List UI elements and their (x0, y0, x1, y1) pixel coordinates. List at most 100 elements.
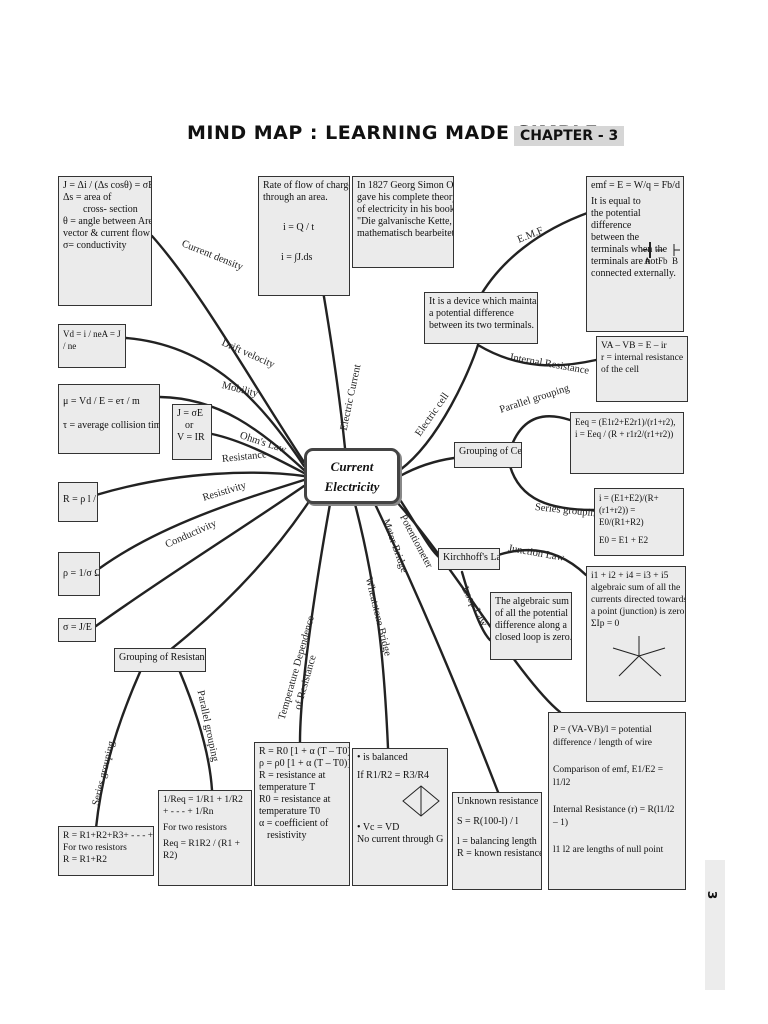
link-resistivity (98, 478, 306, 570)
box-text: It is a device which maintains (429, 296, 538, 307)
box-parallel-cell: Eeq = (E1r2+E2r1)/(r1+r2), i = Eeq / (R … (570, 412, 684, 474)
box-ohm-history: In 1827 Georg Simon Ohm gave his complet… (352, 176, 454, 268)
box-grouping-of-resistance: Grouping of Resistance (114, 648, 206, 672)
link-grouping-cell (398, 456, 456, 478)
box-text: Vd = i / neA = J / ne (63, 329, 121, 351)
box-text: cross- section (83, 204, 138, 215)
box-grouping-of-cell: Grouping of Cell (454, 442, 522, 468)
box-text: In 1827 Georg Simon Ohm (357, 180, 454, 191)
link-electric-cell (398, 343, 480, 472)
emf-label-fb: Fb (658, 256, 668, 266)
box-resistivity: ρ = 1/σ Ωm (58, 552, 100, 596)
link-conductivity (94, 484, 306, 628)
box-conductivity: σ = J/E (58, 618, 96, 642)
box-text: J = Δi / (Δs cosθ) = σE (63, 180, 152, 191)
box-text: Grouping of Resistance (119, 652, 206, 663)
box-text: Δs = area of (63, 192, 112, 203)
box-internal-resistance: VA – VB = E – ir r = internal resistance… (596, 336, 688, 402)
box-text: VA – VB = E – ir (601, 341, 667, 351)
box-text: ρ = ρ0 [1 + α (T – T0)] (259, 758, 350, 769)
box-text: through an area. (263, 192, 328, 203)
box-junction-law: i1 + i2 + i4 = i3 + i5 algebraic sum of … (586, 566, 686, 702)
box-text: r = internal resistance (601, 353, 684, 363)
box-temperature: R = R0 [1 + α (T – T0)] ρ = ρ0 [1 + α (T… (254, 742, 350, 886)
chapter-badge: CHAPTER - 3 (514, 126, 625, 146)
box-text: of electricity in his book (357, 204, 454, 215)
box-text: resistivity (267, 830, 307, 841)
box-text: or (185, 420, 194, 431)
box-text: i = (E1+E2)/(R+(r1+r2)) = E0/(R1+R2) (599, 493, 659, 527)
box-kirchhoffs-law: Kirchhoff's Law (438, 548, 500, 570)
battery-icon (642, 242, 680, 258)
box-text: R = R1+R2+R3+ - - - +Rn (63, 831, 154, 841)
box-text: a potential difference (429, 308, 514, 319)
page-edge-tab (705, 860, 725, 990)
link-temperature (298, 502, 332, 744)
box-text: Unknown resistance (457, 796, 539, 807)
box-electric-current: Rate of flow of charge through an area. … (258, 176, 350, 296)
box-electric-cell: It is a device which maintains a potenti… (424, 292, 538, 344)
link-meter-bridge (373, 502, 500, 794)
box-text: closed loop is zero. (495, 632, 572, 643)
box-text: • Vc = VD (357, 822, 400, 833)
box-text: of all the potential (495, 608, 569, 619)
box-text: of the cell (601, 365, 639, 375)
box-text: σ = J/E (63, 622, 92, 633)
box-current-density: J = Δi / (Δs cosθ) = σE Δs = area of cro… (58, 176, 152, 306)
box-text: R = ρ l / A τ (63, 494, 97, 505)
central-node: Current Electricity (304, 448, 400, 504)
box-text: S = R(100-l) / l (457, 816, 519, 827)
box-text: For two resistors (163, 823, 227, 833)
central-node-line1: Current (330, 459, 374, 474)
link-junction (496, 549, 588, 577)
box-text: V = IR (177, 432, 205, 443)
box-loop-law: The algebraic sum of all the potential d… (490, 592, 572, 660)
box-text: emf = E = W/q = Fb/d (591, 180, 680, 191)
box-text: mathematisch bearbeitet (357, 228, 454, 239)
link-res-parallel (178, 670, 214, 792)
box-text: R = R0 [1 + α (T – T0)] (259, 746, 350, 757)
link-drift-velocity (124, 336, 306, 468)
box-text: For two resistors (63, 843, 127, 853)
box-resistance: R = ρ l / A τ (58, 482, 98, 522)
link-current-density (150, 234, 306, 464)
link-grouping-resistance (168, 498, 312, 652)
box-text: temperature T (259, 782, 316, 793)
box-meter-bridge: Unknown resistance S = R(100-l) / l l = … (452, 792, 542, 890)
box-text: i = ∫J.ds (281, 252, 313, 263)
box-text: ΣIp = 0 (591, 619, 620, 629)
central-node-line2: Electricity (324, 479, 380, 494)
box-text: Eeq = (E1r2+E2r1)/(r1+r2), i = Eeq / (R … (575, 417, 676, 439)
box-text: a point (junction) is zero. (591, 607, 686, 617)
link-resistance (94, 471, 306, 497)
box-drift-velocity: Vd = i / neA = J / ne (58, 324, 126, 368)
box-text: algebraic sum of all the (591, 583, 681, 593)
box-text: Rate of flow of charge (263, 180, 350, 191)
wheatstone-diagram (402, 785, 440, 817)
box-mobility: μ = Vd / E = eτ / m τ = average collisio… (58, 384, 160, 454)
page-title: MIND MAP : LEARNING MADE SIMPLE (187, 122, 599, 144)
box-text: Kirchhoff's Law (443, 552, 499, 563)
page-number: 3 (705, 890, 720, 900)
box-text: σ= conductivity (63, 240, 127, 251)
box-text: • is balanced (357, 752, 408, 763)
junction-diagram (612, 636, 666, 677)
box-text: It is equal to (591, 196, 641, 207)
link-res-series (94, 670, 142, 830)
box-text: θ = angle between Area (63, 216, 152, 227)
box-text: difference (591, 220, 632, 231)
box-text: between the (591, 232, 640, 243)
emf-label-b: B (672, 256, 679, 266)
box-emf: emf = E = W/q = Fb/d It is equal to the … (586, 176, 684, 332)
box-text: i1 + i2 + i4 = i3 + i5 (591, 571, 669, 581)
link-series-cell (508, 464, 596, 512)
box-text: The algebraic sum (495, 596, 569, 607)
box-text: α = coefficient of (259, 818, 329, 829)
box-text: R = resistance at (259, 770, 326, 781)
box-text: J = σE (177, 408, 204, 419)
box-text: ρ = 1/σ Ωm (63, 568, 99, 579)
box-wheatstone: • is balanced If R1/R2 = R3/R4 • Vc = VD… (352, 748, 448, 886)
box-text: between its two terminals. (429, 320, 534, 331)
link-parallel-cell (508, 415, 572, 452)
